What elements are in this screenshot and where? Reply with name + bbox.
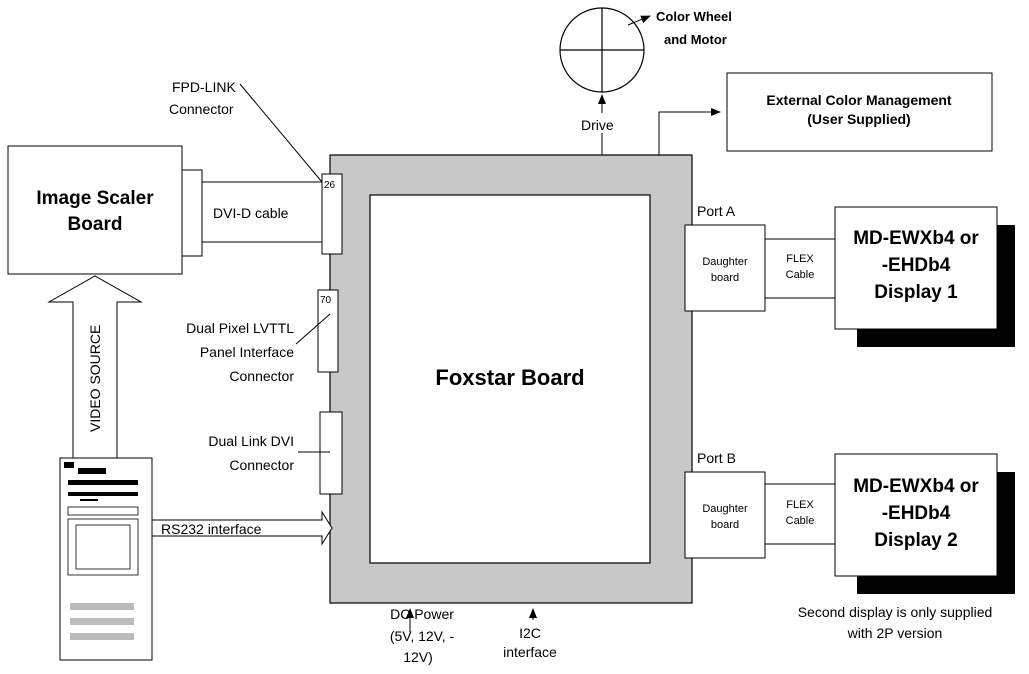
i2c-label-2: interface [503,644,557,660]
flex-cable-b-label: FLEX [786,499,814,511]
i2c-label: I2C [519,625,541,641]
second-display-note-2: with 2P version [847,625,943,641]
fpd-link-label-2: Connector [169,101,234,117]
dual-link-dvi-connector [319,411,343,495]
dual-link-label-2: Connector [229,457,294,473]
fpd-link-connector [321,173,343,255]
fpd-link-leader [239,83,323,183]
dual-pixel-connector [317,289,339,373]
external-color-arrow [658,108,721,155]
dc-power-label-3: 12V) [403,649,433,665]
daughter-board-a-label: Daughter [702,256,748,268]
pin-26-label: 26 [324,180,336,191]
scaler-connector [181,169,203,257]
foxstar-board-inner [369,194,651,564]
dvi-d-cable-label: DVI-D cable [213,205,289,221]
color-wheel-label: Color Wheel [656,9,732,24]
dc-power-label-2: (5V, 12V, - [390,628,455,644]
display-2-label: MD-EWXb4 or [853,476,979,497]
rs232-label: RS232 interface [161,521,262,537]
daughter-board-a [684,224,766,312]
dual-pixel-label-3: Connector [229,368,294,384]
color-wheel [559,7,645,93]
dual-pixel-label: Dual Pixel LVTTL [186,320,294,336]
second-display-note: Second display is only supplied [798,604,993,620]
daughter-board-b-label: Daughter [702,503,748,515]
external-color-label-2: (User Supplied) [807,111,910,127]
image-scaler-label: Image Scaler [36,188,154,209]
foxstar-label: Foxstar Board [435,365,584,390]
pin-70-label: 70 [320,295,332,306]
dual-pixel-leader [295,313,331,345]
daughter-board-a-label-2: board [711,272,739,284]
dual-pixel-label-2: Panel Interface [200,344,294,360]
flex-cable-a-label-2: Cable [786,269,815,281]
external-color-management-box [726,72,993,152]
image-scaler-board [7,145,183,275]
display-1-label-3: Display 1 [874,282,958,303]
video-source-arrow [47,275,143,459]
image-scaler-label-2: Board [68,214,123,235]
daughter-board-b [684,471,766,559]
display-1-label-2: -EHDb4 [882,255,951,276]
dual-link-label: Dual Link DVI [208,433,294,449]
display-2-label-3: Display 2 [874,530,957,551]
flex-cable-a-label: FLEX [786,253,814,265]
video-source-label: VIDEO SOURCE [87,325,103,432]
port-a-label: Port A [697,203,736,219]
flex-cable-b-label-2: Cable [786,515,815,527]
display-2-box [834,453,998,577]
display-2-label-2: -EHDb4 [882,503,951,524]
external-color-label: External Color Management [766,92,951,108]
port-b-label: Port B [697,450,736,466]
display-1-box [834,206,998,330]
color-wheel-leader [627,15,651,26]
daughter-board-b-label-2: board [711,519,739,531]
color-wheel-label-2: and Motor [664,32,727,47]
dc-power-label: DC Power [390,606,454,622]
drive-label: Drive [581,117,614,133]
display-1-label: MD-EWXb4 or [853,228,979,249]
computer-tower-icon [59,457,153,661]
fpd-link-label: FPD-LINK [172,79,236,95]
